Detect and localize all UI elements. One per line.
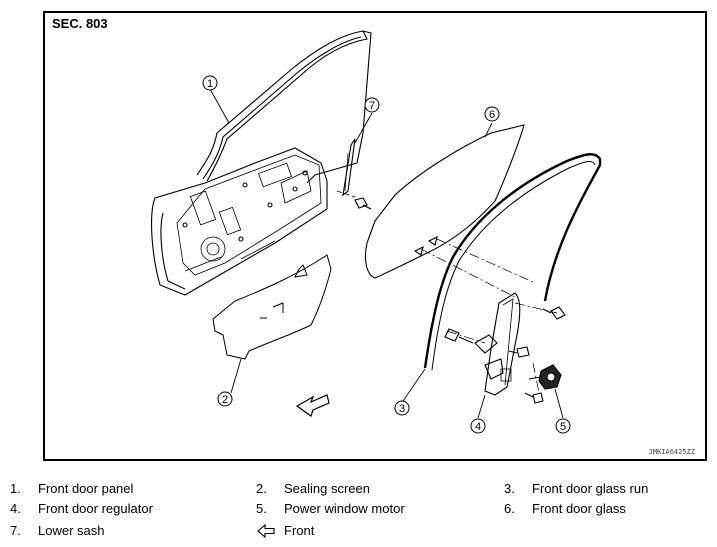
legend-number: 7. bbox=[10, 523, 21, 538]
parts-legend: 1. Front door panel 2. Sealing screen 3.… bbox=[0, 476, 717, 546]
front-arrow-icon bbox=[257, 523, 275, 539]
power-window-motor-drawing bbox=[528, 364, 562, 390]
front-door-glass-run-drawing bbox=[423, 153, 602, 371]
image-code: JMKIA6425ZZ bbox=[648, 448, 695, 456]
callout-2: 2 bbox=[217, 391, 233, 407]
legend-label: Front door glass run bbox=[532, 481, 649, 496]
callout-7-label: 7 bbox=[369, 100, 375, 112]
legend-number: 6. bbox=[504, 501, 515, 516]
legend-label: Front bbox=[284, 523, 315, 538]
legend-number: 2. bbox=[256, 481, 267, 496]
callout-markers: 1 2 3 4 5 6 7 bbox=[202, 75, 571, 434]
sealing-screen-drawing bbox=[212, 254, 332, 360]
callout-5: 5 bbox=[555, 418, 571, 434]
legend-label: Front door glass bbox=[532, 501, 626, 516]
exploded-view-illustration: 1 2 3 4 5 6 7 bbox=[151, 30, 602, 434]
callout-1: 1 bbox=[202, 75, 218, 91]
legend-label: Front door regulator bbox=[38, 501, 153, 516]
callout-7: 7 bbox=[364, 97, 380, 113]
callout-1-label: 1 bbox=[207, 78, 213, 90]
callout-6-label: 6 bbox=[489, 109, 495, 121]
callout-4-label: 4 bbox=[475, 421, 481, 433]
legend-number: 4. bbox=[10, 501, 21, 516]
legend-label: Front door panel bbox=[38, 481, 134, 496]
front-door-glass-drawing bbox=[364, 124, 525, 279]
callout-leaders bbox=[209, 88, 564, 419]
callout-2-label: 2 bbox=[222, 394, 228, 406]
section-label: SEC. 803 bbox=[52, 16, 108, 31]
front-door-regulator-drawing bbox=[444, 292, 566, 404]
callout-6: 6 bbox=[484, 106, 500, 122]
lower-sash-drawing bbox=[336, 138, 372, 210]
callout-4: 4 bbox=[470, 418, 486, 434]
legend-label: Power window motor bbox=[284, 501, 405, 516]
callout-3-label: 3 bbox=[399, 403, 405, 415]
alignment-lines bbox=[420, 238, 558, 394]
callout-3: 3 bbox=[394, 400, 410, 416]
callout-5-label: 5 bbox=[560, 421, 566, 433]
legend-number: 1. bbox=[10, 481, 21, 496]
legend-label: Lower sash bbox=[38, 523, 105, 538]
legend-number: 5. bbox=[256, 501, 267, 516]
front-direction-arrow-drawing bbox=[295, 394, 330, 417]
parts-diagram: SEC. 803 bbox=[43, 11, 707, 461]
legend-label: Sealing screen bbox=[284, 481, 370, 496]
front-door-panel-drawing bbox=[151, 30, 372, 296]
legend-number: 3. bbox=[504, 481, 515, 496]
